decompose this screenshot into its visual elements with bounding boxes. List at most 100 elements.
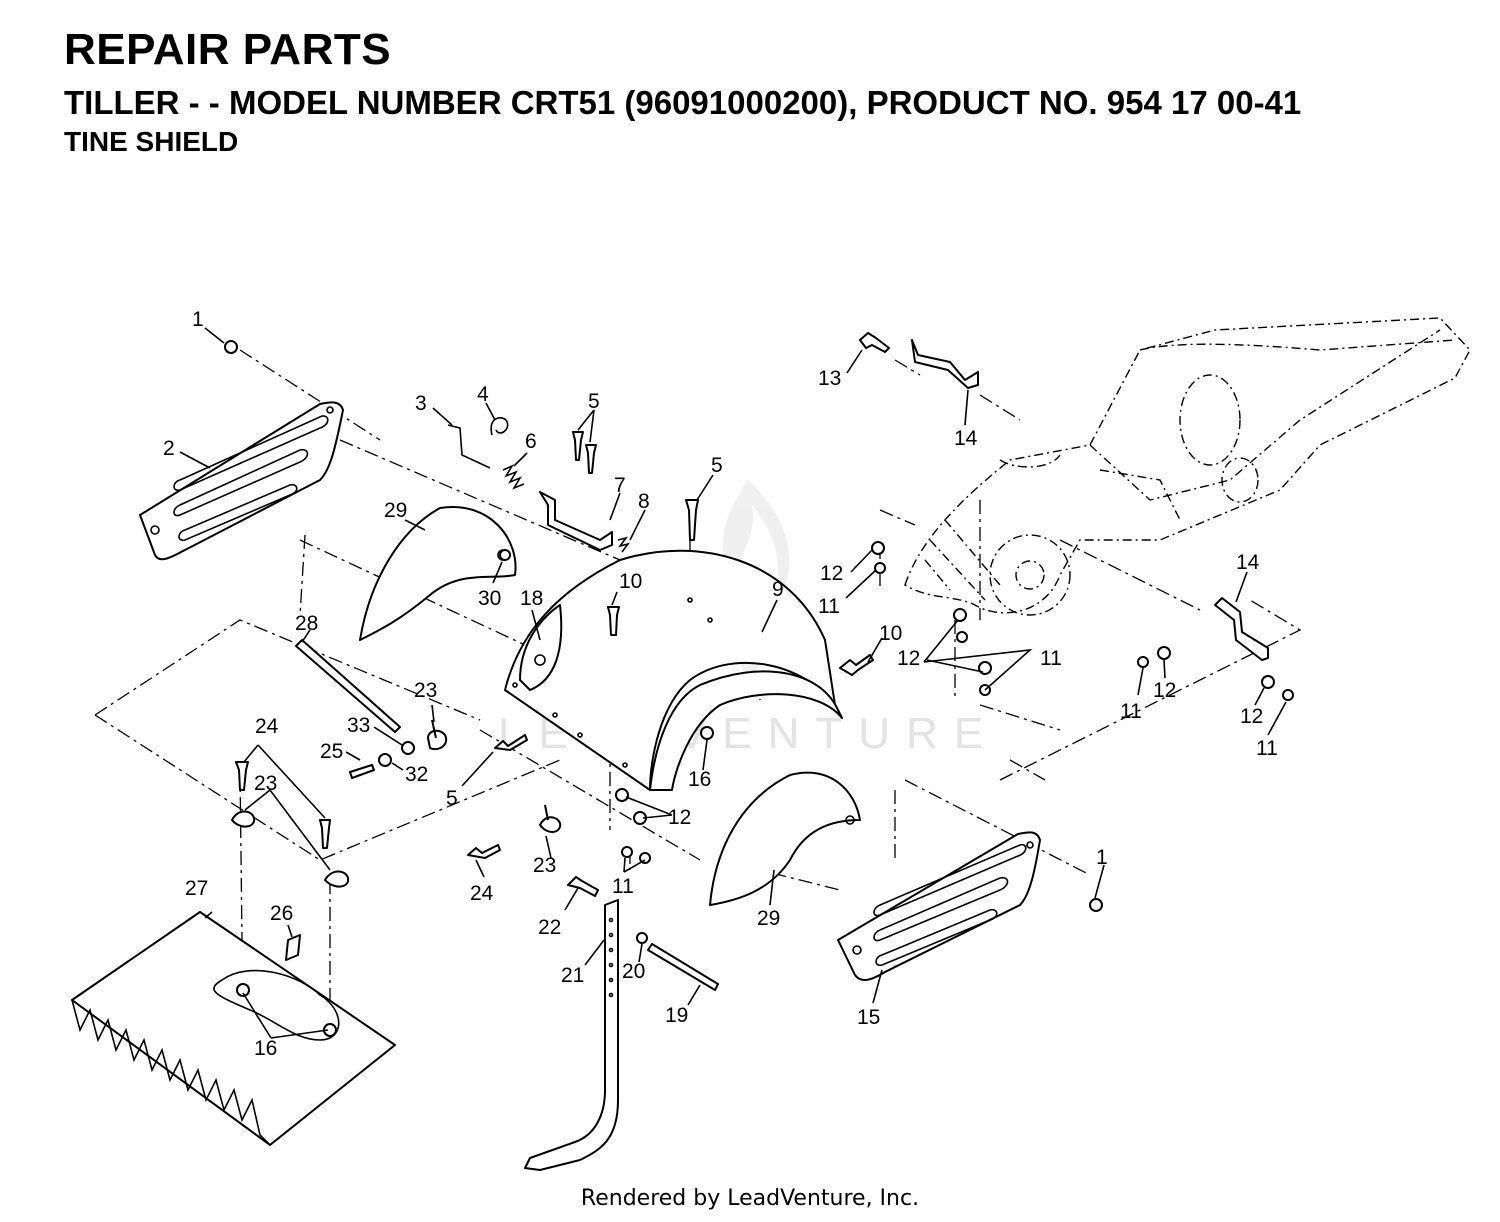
- bolt-5a[interactable]: [572, 431, 584, 461]
- callout-23[interactable]: 23: [533, 854, 556, 877]
- callout-5[interactable]: 5: [446, 787, 458, 810]
- callout-10[interactable]: 10: [619, 570, 642, 593]
- side-plate-right[interactable]: [837, 831, 1041, 982]
- side-plate-left[interactable]: [139, 401, 344, 561]
- callout-29[interactable]: 29: [757, 907, 780, 930]
- callout-9[interactable]: 9: [772, 578, 784, 601]
- callout-4[interactable]: 4: [477, 383, 489, 406]
- hairpin-clip[interactable]: [490, 417, 509, 436]
- callout-25[interactable]: 25: [320, 740, 343, 763]
- nut-32[interactable]: [378, 753, 392, 767]
- nut-11f[interactable]: [621, 846, 633, 858]
- washer-12b[interactable]: [953, 608, 967, 622]
- callout-24[interactable]: 24: [255, 715, 279, 738]
- shield-cover-disc[interactable]: [519, 604, 563, 691]
- washer-12e[interactable]: [1261, 675, 1275, 689]
- callout-16[interactable]: 16: [688, 768, 711, 791]
- callout-29[interactable]: 29: [384, 499, 407, 522]
- shield-flap-left[interactable]: [359, 505, 517, 641]
- callout-1[interactable]: 1: [1096, 846, 1108, 869]
- callout-24[interactable]: 24: [470, 882, 494, 905]
- callout-3[interactable]: 3: [415, 392, 427, 415]
- callout-12[interactable]: 12: [897, 647, 920, 670]
- callout-18[interactable]: 18: [520, 587, 543, 610]
- depth-bar-pin[interactable]: [647, 943, 719, 991]
- clamp-23d[interactable]: [539, 804, 562, 833]
- callout-15[interactable]: 15: [857, 1006, 880, 1029]
- bolt-24a[interactable]: [235, 761, 249, 791]
- callout-22[interactable]: 22: [538, 916, 561, 939]
- bolt-10b[interactable]: [839, 654, 874, 676]
- small-spring[interactable]: [617, 536, 630, 553]
- washer-33[interactable]: [401, 741, 415, 755]
- nut-16[interactable]: [700, 726, 714, 740]
- tine-shield-main[interactable]: [504, 549, 843, 791]
- washer-12d[interactable]: [1157, 646, 1171, 660]
- washer-12f[interactable]: [615, 788, 629, 802]
- washer-12a[interactable]: [871, 541, 885, 555]
- mounting-bracket-right[interactable]: [1214, 597, 1269, 661]
- nut-1-left[interactable]: [224, 340, 238, 354]
- clamp-23a[interactable]: [427, 719, 448, 751]
- callout-12[interactable]: 12: [820, 562, 843, 585]
- clamp-23c[interactable]: [324, 870, 350, 888]
- callout-11[interactable]: 11: [1120, 700, 1142, 723]
- callout-11[interactable]: 11: [818, 595, 840, 618]
- callout-26[interactable]: 26: [270, 902, 293, 925]
- callout-14[interactable]: 14: [954, 427, 978, 450]
- callout-33[interactable]: 33: [347, 714, 370, 737]
- callout-12[interactable]: 12: [668, 806, 691, 829]
- label-decal[interactable]: [285, 934, 301, 961]
- callout-5[interactable]: 5: [588, 390, 600, 413]
- deflector-plate[interactable]: [71, 911, 396, 1146]
- depth-bar[interactable]: [524, 899, 619, 1171]
- bolt-5c[interactable]: [685, 499, 699, 541]
- callout-5[interactable]: 5: [711, 454, 723, 477]
- callout-14[interactable]: 14: [1236, 551, 1260, 574]
- callout-16[interactable]: 16: [254, 1037, 277, 1060]
- callout-13[interactable]: 13: [818, 367, 841, 390]
- nut-11d[interactable]: [1137, 656, 1149, 668]
- callout-23[interactable]: 23: [414, 679, 437, 702]
- callout-20[interactable]: 20: [622, 960, 645, 983]
- nut-11g[interactable]: [639, 852, 651, 864]
- callout-30[interactable]: 30: [478, 587, 501, 610]
- pin-25[interactable]: [349, 764, 375, 779]
- callout-2[interactable]: 2: [163, 437, 175, 460]
- callout-12[interactable]: 12: [1240, 705, 1263, 728]
- bolt-22[interactable]: [567, 876, 599, 897]
- callout-1[interactable]: 1: [192, 308, 204, 331]
- nut-11b[interactable]: [956, 631, 968, 643]
- flap-rod[interactable]: [295, 639, 401, 733]
- callout-27[interactable]: 27: [185, 877, 208, 900]
- bolt-13[interactable]: [859, 332, 890, 353]
- bolt-24c[interactable]: [467, 844, 501, 859]
- callout-11[interactable]: 11: [612, 875, 634, 898]
- shield-flap-right[interactable]: [709, 771, 861, 906]
- callout-11[interactable]: 11: [1040, 647, 1062, 670]
- nut-20[interactable]: [636, 932, 648, 944]
- bolt-5d[interactable]: [494, 734, 528, 751]
- callout-32[interactable]: 32: [405, 763, 428, 786]
- spring[interactable]: [502, 464, 525, 490]
- callout-19[interactable]: 19: [665, 1004, 688, 1027]
- callout-7[interactable]: 7: [614, 474, 626, 497]
- nut-1-right[interactable]: [1089, 898, 1103, 912]
- callout-21[interactable]: 21: [561, 964, 584, 987]
- depth-bar-bracket[interactable]: [539, 491, 613, 551]
- bolt-10a[interactable]: [607, 606, 620, 636]
- bolt-24b[interactable]: [319, 819, 331, 849]
- pin-rod[interactable]: [447, 424, 491, 469]
- clamp-23b[interactable]: [231, 810, 256, 828]
- nut-30[interactable]: [499, 549, 511, 561]
- callout-12[interactable]: 12: [1153, 679, 1176, 702]
- callout-6[interactable]: 6: [525, 430, 537, 453]
- callout-8[interactable]: 8: [638, 490, 650, 513]
- bolt-5b[interactable]: [585, 444, 597, 474]
- callout-28[interactable]: 28: [295, 612, 318, 635]
- callout-23[interactable]: 23: [254, 772, 277, 795]
- callout-11[interactable]: 11: [1256, 737, 1278, 760]
- nut-11e[interactable]: [1282, 689, 1294, 701]
- callout-10[interactable]: 10: [879, 622, 902, 645]
- nut-11a[interactable]: [874, 562, 886, 574]
